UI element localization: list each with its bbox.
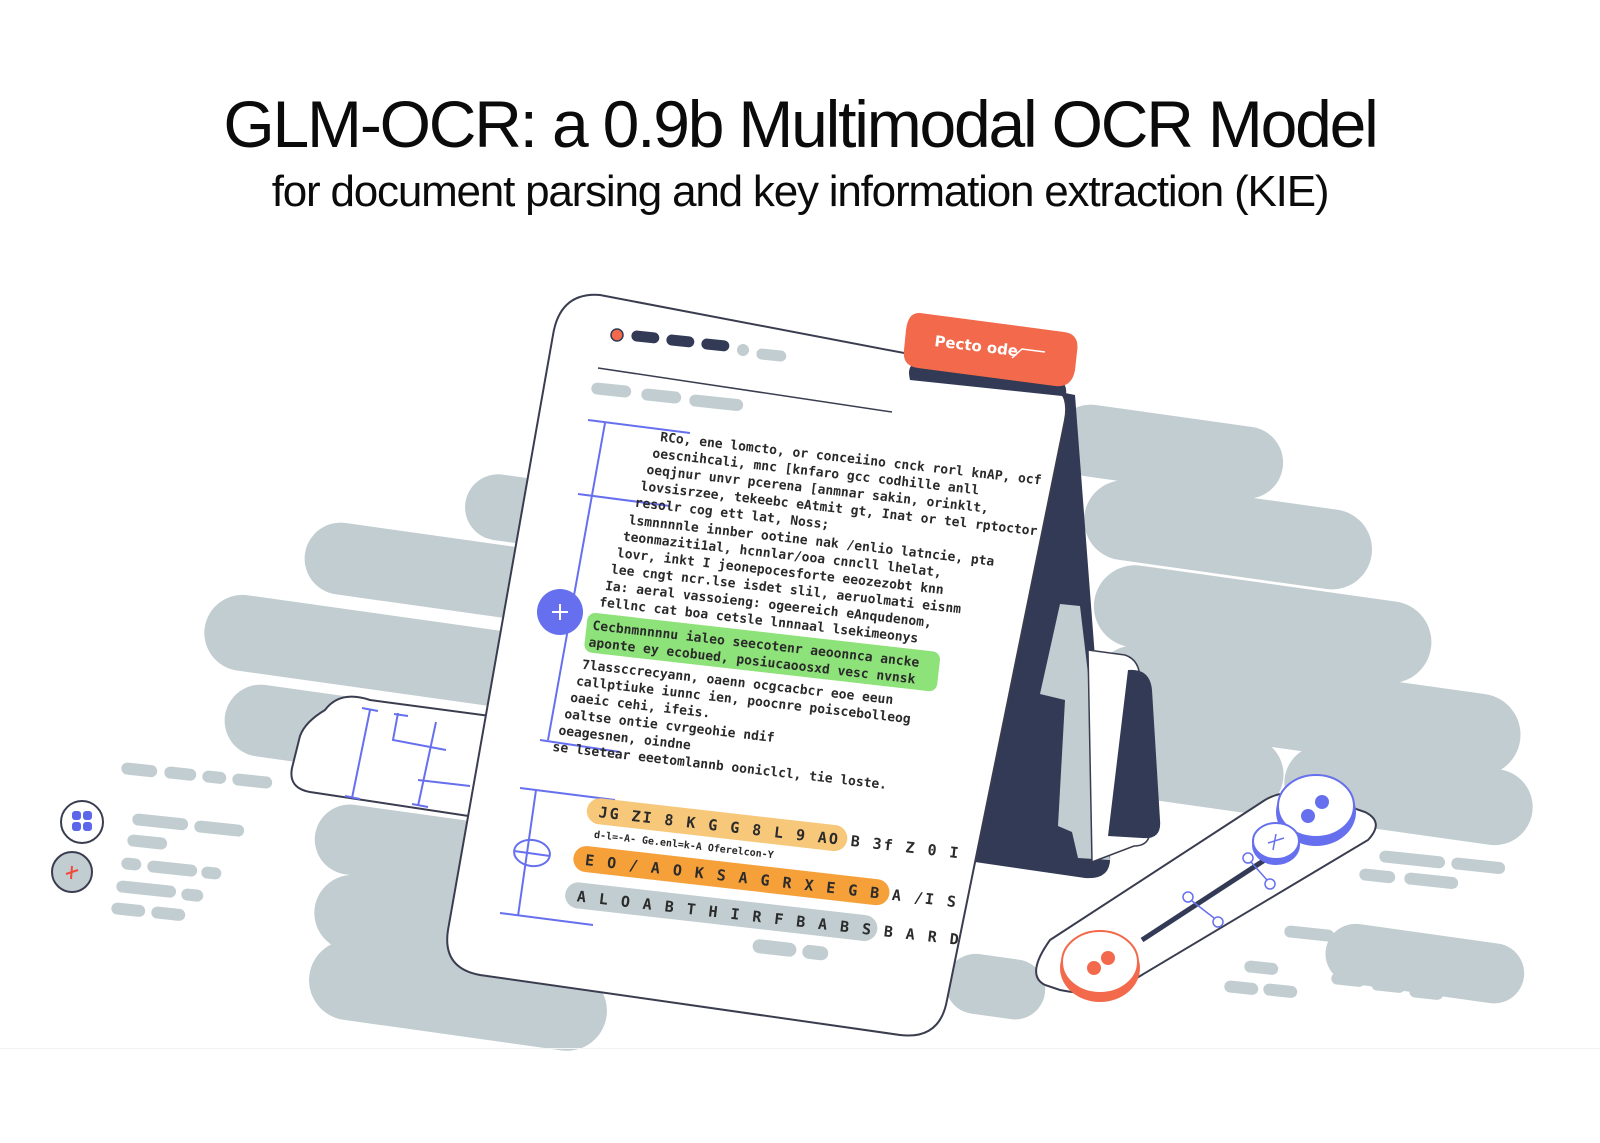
divider xyxy=(0,1048,1600,1049)
header: GLM-OCR: a 0.9b Multimodal OCR Model for… xyxy=(0,86,1600,220)
end-node-icon xyxy=(1252,774,1356,865)
left-text-dashes xyxy=(111,762,509,1010)
highlighted-region xyxy=(584,612,940,692)
right-text-dashes xyxy=(1224,850,1506,1000)
connector-card xyxy=(1035,774,1377,1002)
window-toolbar xyxy=(610,328,787,362)
page-title: GLM-OCR: a 0.9b Multimodal OCR Model xyxy=(223,87,1378,161)
document-card: RCo, ene lomcto, or conceiino cnck rorl … xyxy=(446,293,1068,1037)
kie-tag-gray xyxy=(565,882,878,942)
kie-tag-orange xyxy=(573,846,890,906)
layout-bracket xyxy=(499,419,691,926)
add-icon xyxy=(51,851,93,893)
app-grid-icon xyxy=(60,800,104,844)
kie-tag-amber xyxy=(586,798,848,852)
start-node-icon xyxy=(1060,930,1140,1002)
add-node-icon xyxy=(537,589,583,635)
label-tag: Pecto ode xyxy=(903,312,1078,400)
background-bars xyxy=(204,404,1533,1051)
glyph-card xyxy=(290,695,522,822)
page-subtitle: for document parsing and key information… xyxy=(271,167,1330,216)
